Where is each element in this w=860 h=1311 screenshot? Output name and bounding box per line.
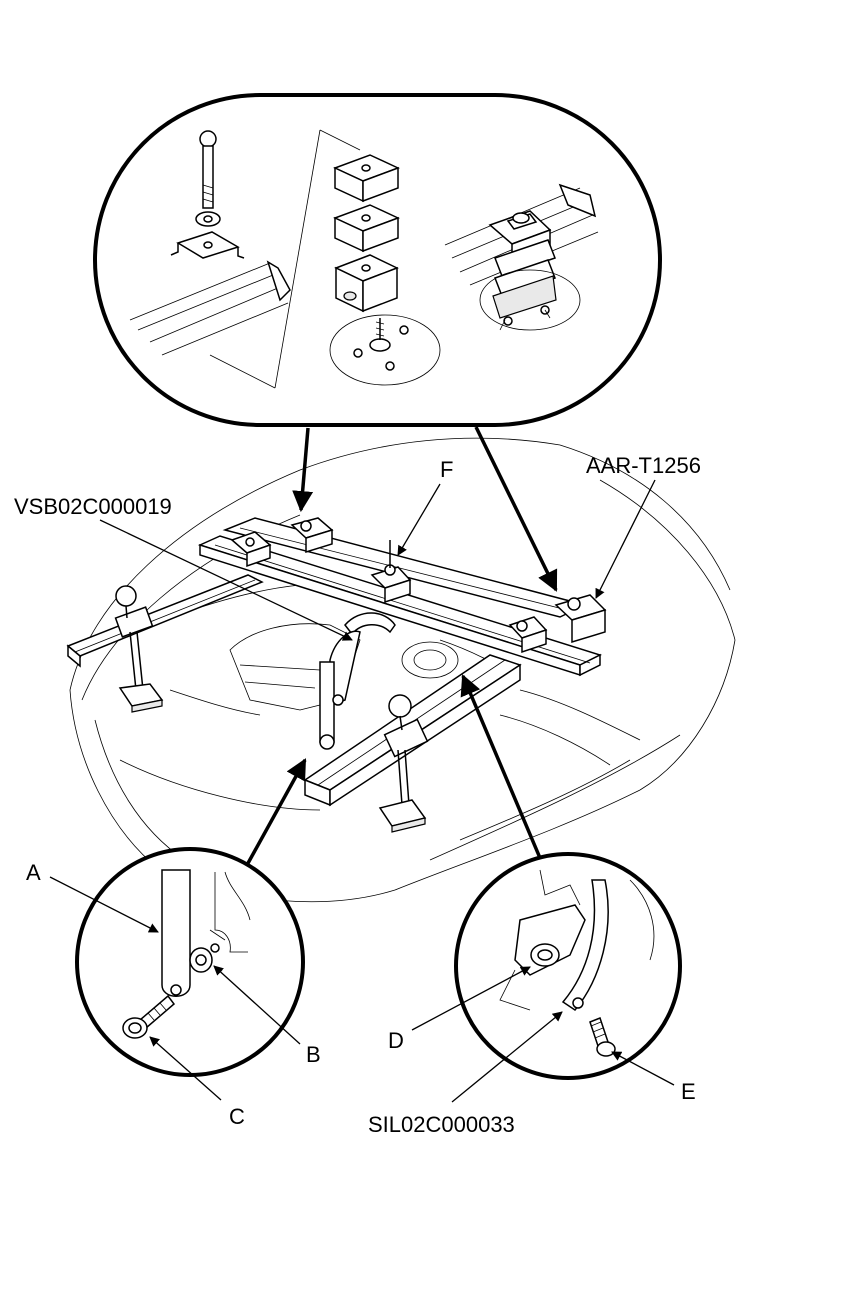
engine-support-beam xyxy=(66,517,607,833)
arrow-right-bubble-to-beam xyxy=(460,674,542,859)
assembled-mount xyxy=(444,183,599,331)
detail-bubble-bottom-left xyxy=(75,847,305,1077)
beam-bracket-left xyxy=(230,531,272,568)
beam-bracket-far-right xyxy=(554,594,607,644)
arrow-left-bubble-to-beam xyxy=(245,758,307,866)
leader-lines xyxy=(49,479,675,1103)
bolt-washer-bracket xyxy=(129,130,291,356)
hanger-hook xyxy=(319,612,396,750)
beam-bracket-right xyxy=(508,616,548,654)
detail-bubble-bottom-right xyxy=(454,852,682,1080)
callout-b: B xyxy=(306,1042,321,1067)
beam-bracket-center xyxy=(370,540,412,604)
callout-tool-vsb: VSB02C000019 xyxy=(14,494,172,519)
callout-tool-sil: SIL02C000033 xyxy=(368,1112,515,1137)
callout-a: A xyxy=(26,860,41,885)
callout-tool-aar: AAR-T1256 xyxy=(586,453,701,478)
callout-d: D xyxy=(388,1028,404,1053)
arrow-bubble-to-right-bracket xyxy=(474,426,558,592)
arrow-bubble-to-left-bracket xyxy=(292,427,314,513)
callout-e: E xyxy=(681,1079,696,1104)
callout-c: C xyxy=(229,1104,245,1129)
beam-bracket-top xyxy=(290,517,334,554)
spacer-stack xyxy=(329,154,441,386)
callout-f: F xyxy=(440,457,453,482)
detail-bubble-top xyxy=(93,93,662,427)
